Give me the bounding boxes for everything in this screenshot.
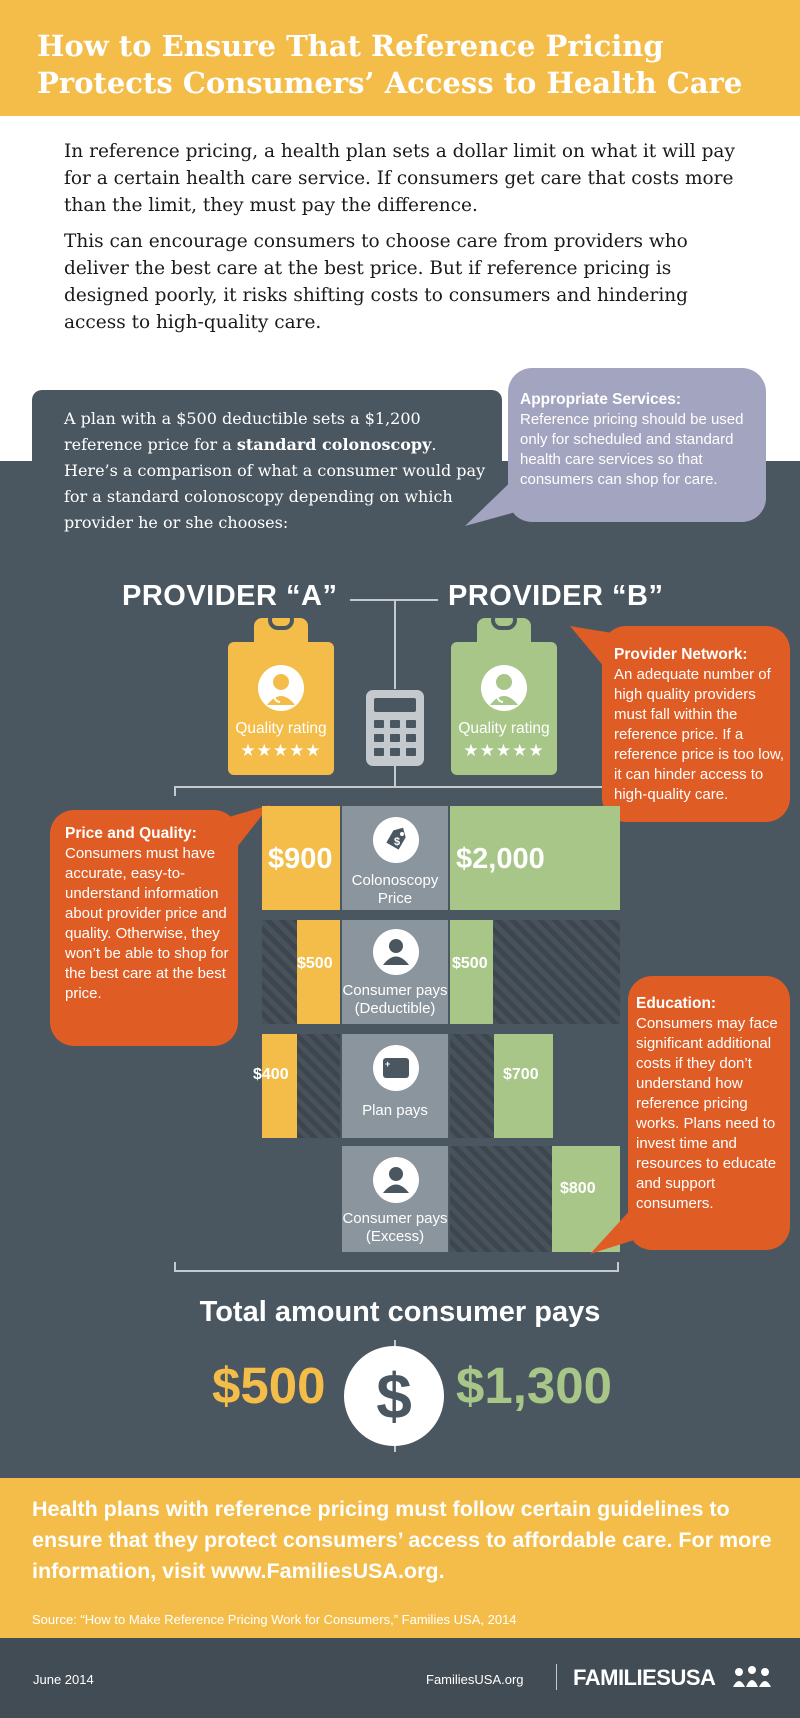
top-bracket — [174, 786, 619, 788]
bottom-bracket-right — [617, 1262, 619, 1272]
footer-divider — [556, 1664, 557, 1690]
person-icon — [373, 929, 419, 975]
callout-education — [628, 976, 790, 1250]
callout-appropriate-services — [508, 368, 766, 522]
center-vertical-line — [394, 599, 396, 689]
scenario-box — [32, 390, 502, 542]
callout-appropriate-head: Appropriate Services: — [520, 391, 682, 408]
price-tag-icon: $ — [373, 817, 419, 863]
dollar-icon — [344, 1346, 444, 1446]
price-a-value: $900 — [268, 843, 333, 875]
plan-b-value: $700 — [503, 1066, 539, 1083]
bottom-bar — [0, 1638, 800, 1718]
clipboard-b-ring — [491, 610, 517, 630]
provider-a-rating-label: Quality rating — [235, 720, 327, 737]
callout-price-quality-head: Price and Quality: — [65, 825, 197, 842]
deductible-b-value: $500 — [452, 955, 488, 972]
callout-provider-network — [602, 626, 790, 822]
header-band — [0, 0, 800, 116]
excess-label: Consumer pays (Excess) — [342, 1210, 448, 1245]
callout-education-head: Education: — [636, 995, 717, 1012]
scenario-text-bold: standard colonoscopy — [236, 435, 432, 454]
insurance-card-icon: + — [373, 1045, 419, 1091]
person-icon-excess — [373, 1157, 419, 1203]
center-vertical-line-lower — [394, 765, 396, 787]
callout-education-body: Consumers may face significant additiona… — [636, 1015, 778, 1212]
callout-appropriate-body: Reference pricing should be used only fo… — [520, 411, 744, 488]
publish-date: June 2014 — [33, 1672, 94, 1687]
deductible-b-bar — [450, 920, 493, 1024]
bottom-bracket-left — [174, 1262, 176, 1272]
total-a-value: $500 — [212, 1357, 326, 1414]
provider-b-stars: ★★★★★ — [463, 741, 545, 760]
deductible-label: Consumer pays (Deductible) — [342, 982, 448, 1017]
calculator-icon — [366, 690, 424, 766]
top-bracket-left — [174, 786, 176, 796]
excess-b-hatch — [450, 1146, 552, 1252]
price-b-value: $2,000 — [456, 843, 545, 875]
family-logo-icon — [733, 1666, 771, 1687]
price-a-bar — [262, 806, 340, 910]
scenario-text-start: A plan with a $500 deductible sets a $1,… — [64, 409, 421, 454]
scenario-text-end: . Here’s a comparison of what a consumer… — [64, 435, 486, 532]
provider-b-rating-label: Quality rating — [458, 720, 550, 737]
plan-label: Plan pays — [362, 1102, 428, 1119]
plan-b-hatch — [450, 1034, 494, 1138]
intro-paragraph-2: This can encourage consumers to choose c… — [64, 231, 689, 333]
total-title: Total amount consumer pays — [199, 1296, 601, 1328]
callout-price-quality — [50, 810, 238, 1046]
footer-message: Health plans with reference pricing must… — [32, 1497, 772, 1583]
intro-paragraph-1: In reference pricing, a health plan sets… — [64, 141, 735, 216]
svg-text:$: $ — [394, 836, 400, 848]
footer-source: Source: “How to Make Reference Pricing W… — [32, 1612, 517, 1627]
footer-band — [0, 1478, 800, 1638]
deductible-a-bar — [297, 920, 340, 1024]
clipboard-a-ring — [268, 610, 294, 630]
provider-a-title: PROVIDER “A” — [122, 580, 338, 612]
excess-b-value: $800 — [560, 1180, 596, 1197]
total-b-value: $1,300 — [456, 1357, 612, 1414]
price-b-bar — [450, 806, 620, 910]
plan-a-value: $400 — [253, 1066, 289, 1083]
deductible-a-value: $500 — [297, 955, 333, 972]
callout-network-head: Provider Network: — [614, 646, 748, 663]
callout-network-body: An adequate number of high quality provi… — [614, 666, 785, 803]
page-title: How to Ensure That Reference Pricing Pro… — [37, 29, 743, 100]
svg-text:+: + — [385, 1059, 390, 1069]
provider-a-stars: ★★★★★ — [240, 741, 322, 760]
site-link[interactable]: FamiliesUSA.org — [426, 1672, 524, 1687]
scenario-text: A plan with a $500 deductible sets a $1,… — [64, 406, 494, 536]
price-label: Colonoscopy Price — [351, 872, 439, 907]
plan-b-bar — [494, 1034, 553, 1138]
doctor-icon-a — [258, 665, 304, 711]
callout-price-quality-body: Consumers must have accurate, easy-to-un… — [65, 845, 229, 1002]
families-usa-logo: FAMILIESUSA — [573, 1665, 716, 1690]
bottom-bracket — [174, 1270, 619, 1272]
doctor-icon-b — [481, 665, 527, 711]
dollar-symbol: $ — [376, 1360, 412, 1432]
provider-b-title: PROVIDER “B” — [448, 580, 664, 612]
bubble-tail-education — [590, 1206, 634, 1254]
plan-a-bar — [262, 1034, 297, 1138]
